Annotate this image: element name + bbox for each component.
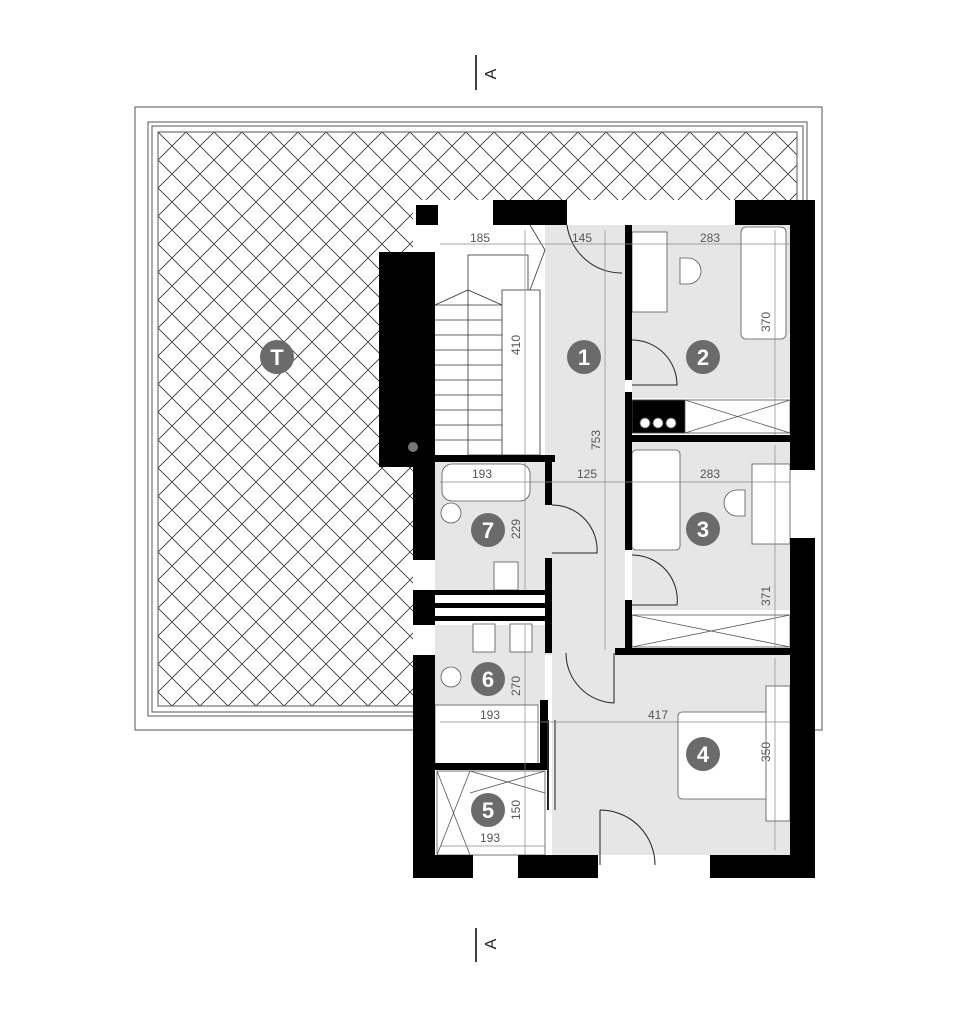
furniture: [434, 226, 791, 856]
room-badge-7: 7: [471, 513, 505, 547]
dim-room3-width: 283: [700, 467, 720, 481]
walls: [379, 200, 815, 878]
dim-room4-depth: 350: [759, 742, 773, 762]
dim-room2-width: 283: [700, 231, 720, 245]
doors: [547, 224, 678, 866]
dim-room7-depth: 229: [509, 519, 523, 539]
svg-text:A: A: [483, 68, 500, 79]
room-badge-4: 4: [686, 737, 720, 771]
svg-text:4: 4: [697, 742, 710, 767]
svg-text:7: 7: [482, 518, 494, 543]
building: [379, 200, 815, 878]
dim-hall-length: 753: [589, 430, 603, 450]
svg-text:1: 1: [578, 345, 590, 370]
room-badge-1: 1: [567, 340, 601, 374]
dim-stairs-width: 185: [470, 231, 490, 245]
section-mark-bottom: A: [475, 928, 500, 962]
svg-text:3: 3: [697, 517, 709, 542]
dim-room6-width: 193: [480, 708, 500, 722]
chimney-marker: [408, 442, 418, 452]
room-badge-5: 5: [471, 793, 505, 827]
section-mark-top: A: [475, 55, 500, 90]
room-badge-6: 6: [471, 662, 505, 696]
dimension-lines: [440, 230, 790, 855]
room-badges: T 1 2 3 4 5 6 7: [260, 340, 720, 827]
svg-text:2: 2: [697, 345, 709, 370]
room-badge-3: 3: [686, 512, 720, 546]
dimension-labels: 185 145 283 370 410 753 193 125 283 229 …: [470, 231, 773, 845]
dim-stairs-length: 410: [509, 335, 523, 355]
dim-room2-depth: 370: [759, 312, 773, 332]
room-badge-2: 2: [686, 340, 720, 374]
dim-hall-top: 145: [572, 231, 592, 245]
dim-room5-depth: 150: [509, 800, 523, 820]
dim-room6-depth: 270: [509, 676, 523, 696]
staircase: [434, 224, 546, 456]
svg-text:6: 6: [482, 667, 494, 692]
dim-hall-mid: 125: [577, 467, 597, 481]
dim-room5-width: 193: [480, 831, 500, 845]
room-badge-terrace: T: [260, 340, 294, 374]
svg-text:T: T: [270, 345, 284, 370]
svg-text:A: A: [483, 938, 500, 949]
dim-room4-width: 417: [648, 708, 668, 722]
dim-room7-width: 193: [472, 467, 492, 481]
svg-text:5: 5: [482, 798, 494, 823]
dim-room3-depth: 371: [759, 586, 773, 606]
